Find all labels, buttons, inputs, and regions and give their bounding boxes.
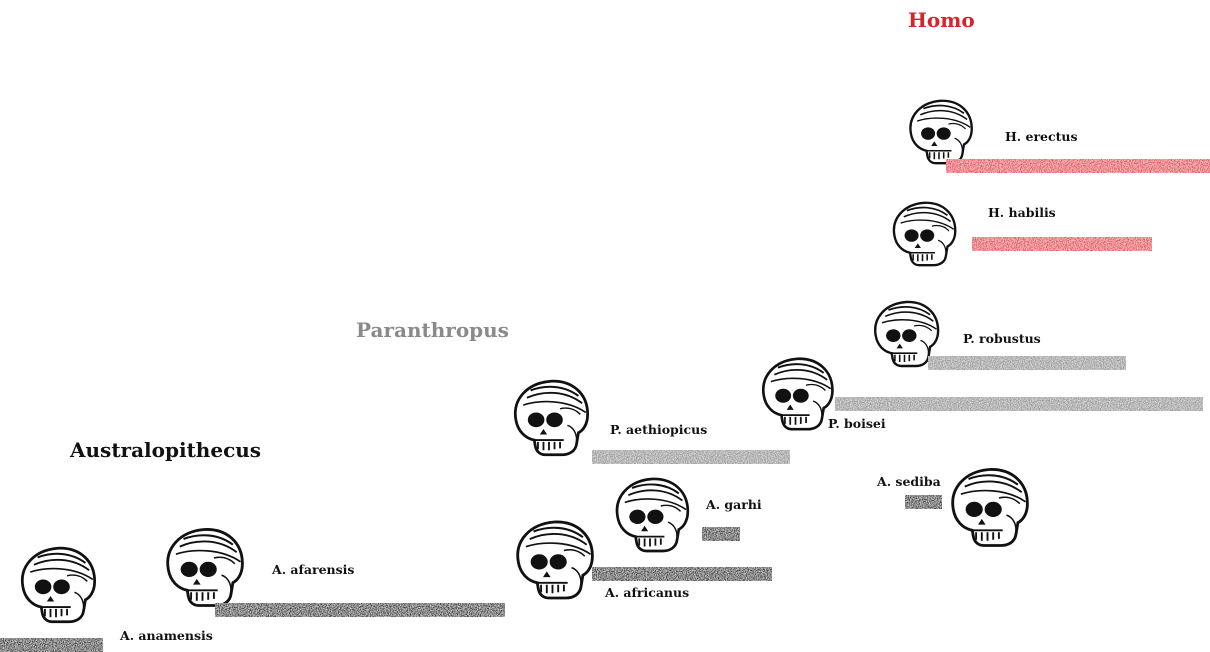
skull-icon xyxy=(505,510,600,610)
genus-title-australopithecus: Australopithecus xyxy=(70,438,261,462)
skull-icon xyxy=(10,535,102,635)
species-label-h-habilis: H. habilis xyxy=(988,205,1056,220)
genus-title-paranthropus: Paranthropus xyxy=(356,318,509,342)
species-bar-a-sediba xyxy=(905,495,942,509)
species-bar-a-garhi xyxy=(702,527,740,541)
species-bar-p-aethiopicus xyxy=(592,450,790,464)
species-bar-h-habilis xyxy=(972,237,1152,251)
skull-icon xyxy=(880,195,965,273)
skull-icon xyxy=(605,470,695,560)
species-label-p-boisei: P. boisei xyxy=(828,416,886,431)
species-label-a-afarensis: A. afarensis xyxy=(272,562,354,577)
species-label-h-erectus: H. erectus xyxy=(1005,129,1078,144)
species-bar-p-robustus xyxy=(928,356,1126,370)
species-bar-a-africanus xyxy=(592,567,772,581)
genus-title-homo: Homo xyxy=(908,8,975,32)
species-label-p-robustus: P. robustus xyxy=(963,331,1041,346)
species-bar-a-anamensis xyxy=(0,638,103,652)
species-label-a-sediba: A. sediba xyxy=(877,474,941,489)
species-bar-p-boisei xyxy=(835,397,1203,411)
species-label-p-aethiopicus: P. aethiopicus xyxy=(610,422,707,437)
species-label-a-africanus: A. africanus xyxy=(605,585,689,600)
skull-icon xyxy=(155,520,250,615)
species-label-a-garhi: A. garhi xyxy=(706,497,762,512)
species-label-a-anamensis: A. anamensis xyxy=(120,628,213,643)
skull-icon xyxy=(940,460,1035,555)
species-bar-h-erectus xyxy=(946,159,1210,173)
skull-icon xyxy=(500,372,598,464)
species-bar-a-afarensis xyxy=(215,603,505,617)
